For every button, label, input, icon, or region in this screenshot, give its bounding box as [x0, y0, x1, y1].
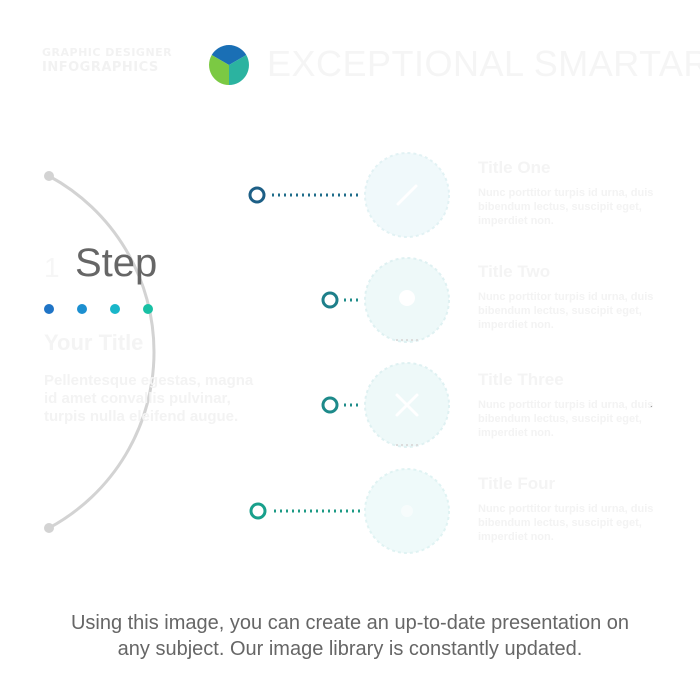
arc-end-bottom	[44, 523, 54, 533]
item-2-circle	[364, 257, 450, 343]
item-4-title: Title Four	[478, 474, 556, 493]
item-3-circle	[364, 362, 450, 448]
node-marker-4	[249, 502, 267, 520]
step-dots	[44, 304, 164, 316]
footer-caption: Using this image, you can create an up-t…	[30, 610, 670, 662]
your-title: Your Title	[44, 330, 144, 355]
item-1-title: Title One	[478, 158, 551, 177]
step-dot-2	[77, 304, 87, 314]
item-1-description: Nunc porttitor turpis id urna, duis bibe…	[478, 187, 654, 227]
arc-line	[48, 174, 156, 530]
brand-logo-icon	[209, 45, 249, 85]
node-marker-3	[321, 396, 339, 414]
brand-line-2: INFOGRAPHICS	[42, 60, 159, 75]
node-marker-1	[248, 186, 266, 204]
brand-line-1: GRAPHIC DESIGNER	[42, 46, 173, 59]
item-3-description: Nunc porttitor turpis id urna, duis bibe…	[478, 399, 654, 439]
item-3-title: Title Three	[478, 370, 564, 389]
arc-end-top	[44, 171, 54, 181]
step-label: Step	[75, 241, 158, 285]
item-2-description: Nunc porttitor turpis id urna, duis bibe…	[478, 291, 654, 331]
your-description: Pellentesque egestas, magna id amet conv…	[44, 372, 254, 425]
step-number: 1	[44, 252, 60, 283]
item-2-title: Title Two	[478, 262, 551, 281]
step-dot-1	[44, 304, 54, 314]
footer-line-1: Using this image, you can create an up-t…	[70, 612, 630, 634]
gear-icon	[399, 290, 415, 306]
tools-icon	[395, 393, 419, 417]
stray-mark: .	[650, 399, 653, 409]
step-dot-3	[110, 304, 120, 314]
target-icon	[401, 505, 413, 517]
node-marker-2	[321, 291, 339, 309]
item-1-circle	[364, 152, 450, 238]
pencil-icon	[396, 184, 418, 206]
item-4-description: Nunc porttitor turpis id urna, duis bibe…	[478, 503, 654, 543]
footer-line-2: any subject. Our image library is consta…	[117, 638, 583, 660]
item-4-circle	[364, 468, 450, 554]
headline: EXCEPTIONAL SMARTART	[267, 43, 700, 84]
step-dot-4	[143, 304, 153, 314]
brand-wordmark: GRAPHIC DESIGNER INFOGRAPHICS	[42, 45, 202, 75]
